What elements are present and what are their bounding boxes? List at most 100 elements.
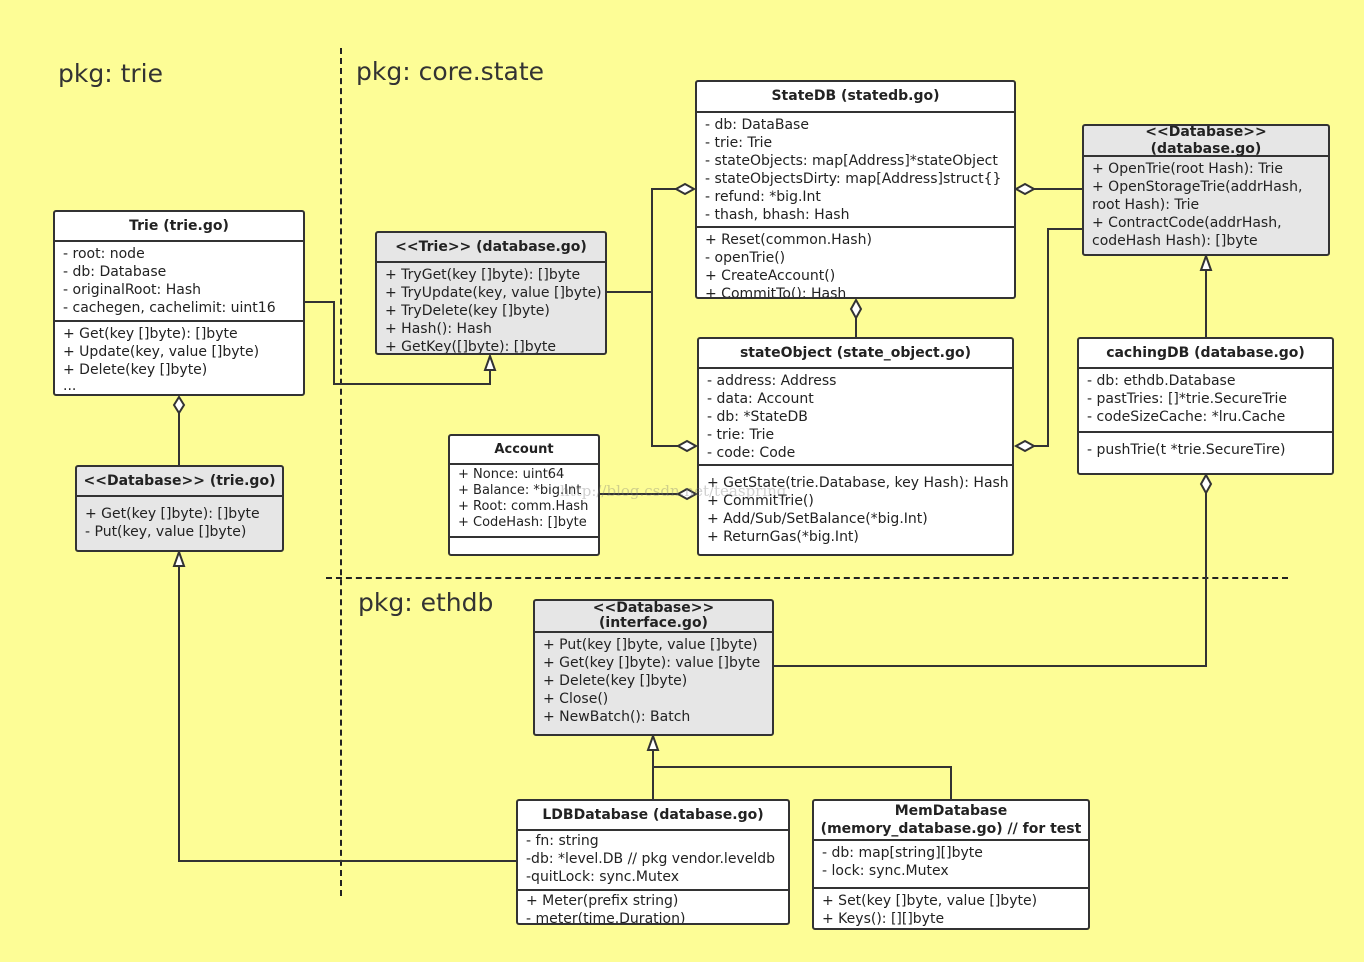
- class-trie-title: Trie (trie.go): [55, 212, 303, 242]
- method: + GetState(trie.Database, key Hash): Has…: [707, 475, 1009, 491]
- field: + Nonce: uint64: [458, 467, 565, 482]
- interface-ethdb-database-methods: + Put(key []byte, value []byte) + Get(ke…: [535, 633, 772, 729]
- connector-mem-implements-ethdb: [653, 766, 952, 800]
- method: - openTrie(): [705, 250, 786, 266]
- field: - codeSizeCache: *lru.Cache: [1087, 409, 1286, 425]
- class-mem-database-fields: - db: map[string][]byte - lock: sync.Mut…: [814, 841, 1088, 887]
- field: - originalRoot: Hash: [63, 282, 201, 298]
- aggregation-diamond-statedb-stateobject: [849, 297, 863, 321]
- interface-trie-title: <<Trie>> (database.go): [377, 233, 605, 263]
- class-mem-database[interactable]: MemDatabase (memory_database.go) // for …: [812, 799, 1090, 930]
- field: + CodeHash: []byte: [458, 515, 587, 530]
- field: - pastTries: []*trie.SecureTrie: [1087, 391, 1287, 407]
- class-mem-database-name: MemDatabase: [894, 803, 1008, 819]
- realization-arrow-ethdb-database: [646, 733, 660, 751]
- connector-statedb-has-trie: [606, 188, 676, 293]
- method: - Put(key, value []byte): [85, 524, 247, 540]
- method: codeHash Hash): []byte: [1092, 233, 1258, 249]
- method: + Put(key []byte, value []byte): [543, 637, 758, 653]
- method: + GetKey([]byte): []byte: [385, 339, 557, 355]
- class-state-object[interactable]: stateObject (state_object.go) - address:…: [697, 337, 1014, 556]
- aggregation-diamond-trie: [172, 395, 186, 415]
- watermark: http://blog.csdn.net/teaspring: [560, 482, 787, 500]
- class-statedb[interactable]: StateDB (statedb.go) - db: DataBase - tr…: [695, 80, 1016, 299]
- field: - db: *StateDB: [707, 409, 808, 425]
- interface-ethdb-database[interactable]: <<Database>> (interface.go) + Put(key []…: [533, 599, 774, 736]
- method: + TryUpdate(key, value []byte): [385, 285, 602, 301]
- method: - pushTrie(t *trie.SecureTire): [1087, 442, 1286, 458]
- field: - data: Account: [707, 391, 814, 407]
- method: + Meter(prefix string): [526, 893, 679, 909]
- method: + NewBatch(): Batch: [543, 709, 691, 725]
- interface-ethdb-database-file: (interface.go): [599, 615, 708, 631]
- package-label-trie: pkg: trie: [58, 59, 163, 88]
- interface-ethdb-database-stereotype: <<Database>>: [592, 600, 715, 616]
- field: - fn: string: [526, 833, 599, 849]
- interface-trie-database-title: <<Database>> (trie.go): [77, 467, 282, 497]
- method: + Reset(common.Hash): [705, 232, 872, 248]
- method: + Get(key []byte): []byte: [63, 326, 238, 342]
- class-caching-db[interactable]: cachingDB (database.go) - db: ethdb.Data…: [1077, 337, 1334, 475]
- method: + TryGet(key []byte): []byte: [385, 267, 581, 283]
- method: + Get(key []byte): value []byte: [543, 655, 761, 671]
- class-statedb-methods: + Reset(common.Hash) - openTrie() + Crea…: [697, 226, 1014, 299]
- method: + OpenStorageTrie(addrHash,: [1092, 179, 1303, 195]
- field: - root: node: [63, 246, 145, 262]
- class-ldb-database[interactable]: LDBDatabase (database.go) - fn: string -…: [516, 799, 790, 925]
- interface-state-database[interactable]: <<Database>> (database.go) + OpenTrie(ro…: [1082, 124, 1330, 256]
- package-divider-horizontal: [326, 577, 1288, 579]
- connector-stateobject-has-trie: [651, 292, 678, 447]
- field: - stateObjects: map[Address]*stateObject: [705, 153, 998, 169]
- field: - db: DataBase: [705, 117, 809, 133]
- method: + CreateAccount(): [705, 268, 836, 284]
- interface-trie-database[interactable]: <<Database>> (trie.go) + Get(key []byte)…: [75, 465, 284, 552]
- field: + Root: comm.Hash: [458, 499, 589, 514]
- method: + Close(): [543, 691, 609, 707]
- field: - trie: Trie: [705, 135, 773, 151]
- realization-arrow-trie-interface: [483, 353, 497, 371]
- method: + Keys(): [][]byte: [822, 911, 945, 927]
- method: + ContractCode(addrHash,: [1092, 215, 1282, 231]
- class-state-object-methods: + GetState(trie.Database, key Hash): Has…: [699, 464, 1012, 549]
- class-account-title: Account: [450, 436, 598, 465]
- field: - code: Code: [707, 445, 796, 461]
- method: + CommitTo(): Hash: [705, 286, 847, 299]
- aggregation-diamond-cachingdb: [1199, 472, 1213, 496]
- class-mem-database-methods: + Set(key []byte, value []byte) + Keys()…: [814, 887, 1088, 928]
- field: -quitLock: sync.Mutex: [526, 869, 679, 885]
- package-divider-vertical: [340, 48, 342, 896]
- interface-state-database-title: <<Database>> (database.go): [1084, 126, 1328, 157]
- class-caching-db-methods: - pushTrie(t *trie.SecureTire): [1079, 431, 1332, 462]
- interface-state-database-methods: + OpenTrie(root Hash): Trie + OpenStorag…: [1084, 157, 1328, 253]
- package-label-ethdb: pkg: ethdb: [358, 588, 494, 617]
- class-trie[interactable]: Trie (trie.go) - root: node - db: Databa…: [53, 210, 305, 396]
- class-account-methods: [450, 536, 598, 544]
- field: - db: ethdb.Database: [1087, 373, 1236, 389]
- interface-trie-database-methods: + Get(key []byte): []byte - Put(key, val…: [77, 497, 282, 544]
- aggregation-diamond-statedb-database: [1013, 182, 1037, 196]
- aggregation-diamond-stateobject-database: [1013, 439, 1037, 453]
- field: - cachegen, cachelimit: uint16: [63, 300, 276, 316]
- method: ...: [63, 378, 77, 394]
- interface-trie[interactable]: <<Trie>> (database.go) + TryGet(key []by…: [375, 231, 607, 355]
- field: - trie: Trie: [707, 427, 775, 443]
- method: + Add/Sub/SetBalance(*big.Int): [707, 511, 928, 527]
- field: - db: map[string][]byte: [822, 845, 983, 861]
- class-mem-database-file: (memory_database.go) // for test: [820, 821, 1082, 837]
- method: + ReturnGas(*big.Int): [707, 529, 859, 545]
- method: root Hash): Trie: [1092, 197, 1200, 213]
- realization-arrow-trie-database: [172, 549, 186, 567]
- method: + OpenTrie(root Hash): Trie: [1092, 161, 1283, 177]
- class-statedb-title: StateDB (statedb.go): [697, 82, 1014, 113]
- class-account[interactable]: Account + Nonce: uint64 + Balance: *big.…: [448, 434, 600, 556]
- class-ldb-database-fields: - fn: string -db: *level.DB // pkg vendo…: [518, 831, 788, 889]
- method: + Update(key, value []byte): [63, 344, 260, 360]
- field: - address: Address: [707, 373, 837, 389]
- realization-arrow-state-database: [1199, 253, 1213, 271]
- interface-trie-methods: + TryGet(key []byte): []byte + TryUpdate…: [377, 263, 605, 355]
- class-account-fields: + Nonce: uint64 + Balance: *big.Int + Ro…: [450, 465, 598, 536]
- method: + Delete(key []byte): [543, 673, 688, 689]
- method: + Get(key []byte): []byte: [85, 506, 260, 522]
- interface-ethdb-database-title: <<Database>> (interface.go): [535, 601, 772, 633]
- field: - lock: sync.Mutex: [822, 863, 949, 879]
